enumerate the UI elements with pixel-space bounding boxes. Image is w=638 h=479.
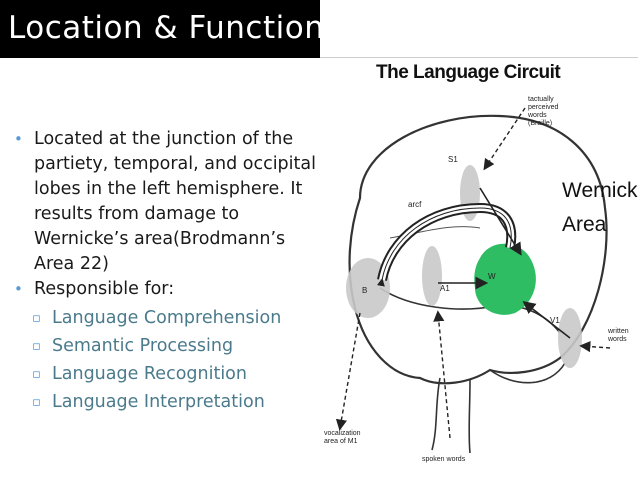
bullet-text: Responsible for: [34, 279, 175, 299]
label-line: vocalization [324, 430, 361, 437]
sub-bullet-text: Language Comprehension [52, 308, 282, 328]
sub-bullet-item: ▫ Semantic Processing [12, 332, 322, 360]
title-bar: Location & Function [0, 0, 324, 58]
arrow-spoken [433, 310, 451, 439]
label-line: words [608, 336, 627, 343]
wernicke-label: Wernicke’s Area [562, 174, 638, 242]
w-label: W [488, 272, 496, 281]
label-line: written [608, 328, 629, 335]
sub-bullet-text: Language Recognition [52, 364, 247, 384]
sub-bullet-text: Language Interpretation [52, 392, 265, 412]
square-bullet-icon: ▫ [32, 395, 41, 410]
a1-label: A1 [440, 284, 450, 293]
temporal-fold [379, 287, 561, 334]
cerebellum [489, 362, 566, 384]
language-circuit-diagram: The Language Circuit Wernicke’s Area tac… [320, 58, 638, 479]
tactile-words-label: tactually perceived words (Braille) [528, 96, 558, 128]
arrow-s1-wernicke [479, 187, 522, 256]
square-bullet-icon: ▫ [32, 311, 41, 326]
vocalization-label: vocalization area of M1 [324, 430, 361, 446]
arrow-written [579, 341, 611, 353]
bullet-dot-icon: • [14, 130, 23, 148]
label-line: tactually [528, 96, 554, 103]
bullet-item: • Responsible for: [12, 277, 322, 302]
v1-label: V1 [550, 316, 560, 325]
brain-illustration [335, 107, 611, 454]
label-line: perceived [528, 104, 559, 111]
sub-bullet-text: Semantic Processing [52, 336, 234, 356]
b-label: B [362, 286, 368, 295]
bullet-list: • Located at the junction of the partiet… [12, 127, 322, 416]
square-bullet-icon: ▫ [32, 367, 41, 382]
s1-label: S1 [448, 155, 458, 164]
label-line: area of M1 [324, 438, 358, 445]
bullet-item: • Located at the junction of the partiet… [12, 127, 322, 277]
brainstem [431, 377, 471, 454]
square-bullet-icon: ▫ [32, 339, 41, 354]
wernicke-label-line: Area [562, 213, 607, 236]
wernicke-area [474, 243, 536, 315]
label-line: words [528, 112, 547, 119]
bullet-dot-icon: • [14, 280, 23, 298]
slide-title: Location & Function [8, 10, 325, 46]
brain-outline [348, 114, 608, 385]
bullet-text: Located at the junction of the partiety,… [34, 129, 316, 274]
sub-bullet-item: ▫ Language Interpretation [12, 388, 322, 416]
a1-region [422, 246, 442, 306]
spoken-words-label: spoken words [422, 456, 466, 463]
arrow-tactile [483, 107, 526, 171]
sub-bullet-item: ▫ Language Recognition [12, 360, 322, 388]
diagram-title: The Language Circuit [376, 62, 561, 83]
label-line: (Braille) [528, 120, 553, 127]
wernicke-label-line: Wernicke’s [562, 179, 638, 202]
title-divider [320, 57, 638, 58]
written-words-label: written words [608, 328, 629, 344]
sub-bullet-item: ▫ Language Comprehension [12, 304, 322, 332]
arrow-vocalization [335, 312, 361, 431]
sub-bullet-list: ▫ Language Comprehension ▫ Semantic Proc… [12, 304, 322, 416]
arcf-label: arcf [408, 200, 422, 209]
arrow-v1-wernicke [522, 301, 571, 339]
